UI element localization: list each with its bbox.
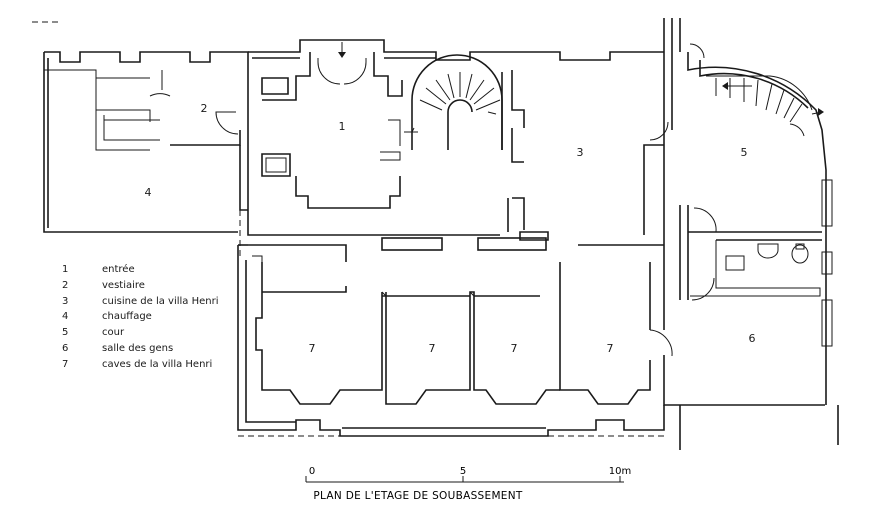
hall-walls: [247, 70, 500, 236]
room-number-3: 3: [577, 146, 584, 159]
legend-number: 6: [62, 342, 69, 354]
legend-label: chauffage: [102, 311, 152, 323]
main-walls: [237, 18, 825, 437]
legend-number: 5: [62, 327, 69, 339]
room-number-1: 1: [339, 120, 346, 133]
legend-label: salle des gens: [102, 342, 174, 354]
legend-item: 5 cour: [62, 325, 219, 341]
legend-number: 4: [62, 311, 69, 323]
corridor-wall: [238, 237, 664, 262]
legend-number: 3: [62, 295, 69, 307]
room-number-7c: 7: [511, 342, 518, 355]
scale-tick-5: 5: [460, 466, 466, 477]
room-number-7b: 7: [429, 342, 436, 355]
legend-item: 6 salle des gens: [62, 341, 219, 357]
kitchen-walls: [507, 70, 669, 241]
legend-label: caves de la villa Henri: [102, 358, 213, 370]
room-numbers: 1 2 3 4 5 6 7 7 7 7: [145, 102, 756, 355]
scale-tick-0: 0: [309, 466, 315, 477]
scale-bar: 0 5 10m PLAN DE L'ETAGE DE SOUBASSEMENT: [305, 466, 631, 502]
left-annex-walls: [43, 51, 249, 233]
room-number-5: 5: [741, 146, 748, 159]
legend-item: 3 cuisine de la villa Henri: [62, 294, 219, 310]
room-number-2: 2: [201, 102, 208, 115]
legend-item: 1 entrée: [62, 262, 219, 278]
legend-item: 7 caves de la villa Henri: [62, 357, 219, 373]
legend-item: 4 chauffage: [62, 309, 219, 325]
legend-item: 2 vestiaire: [62, 278, 219, 294]
cellar-walls: [255, 262, 673, 405]
room-number-6: 6: [749, 332, 756, 345]
legend-label: entrée: [102, 264, 135, 275]
room-number-7d: 7: [607, 342, 614, 355]
entrance-door: [317, 42, 367, 85]
legend-label: vestiaire: [102, 279, 145, 291]
scale-tick-10m: 10m: [609, 466, 631, 477]
legend-label: cuisine de la villa Henri: [102, 295, 219, 307]
room-number-4: 4: [145, 186, 152, 199]
room-number-7a: 7: [309, 342, 316, 355]
right-annex-walls: [679, 18, 839, 450]
legend-number: 1: [62, 264, 69, 275]
legend-number: 2: [62, 279, 69, 291]
legend-number: 7: [62, 358, 69, 370]
legend: 1 entrée 2 vestiaire 3 cuisine de la villa …: [62, 262, 219, 373]
plan-title: PLAN DE L'ETAGE DE SOUBASSEMENT: [313, 490, 523, 502]
spiral-staircase: [404, 54, 503, 150]
legend-label: cour: [102, 327, 125, 339]
